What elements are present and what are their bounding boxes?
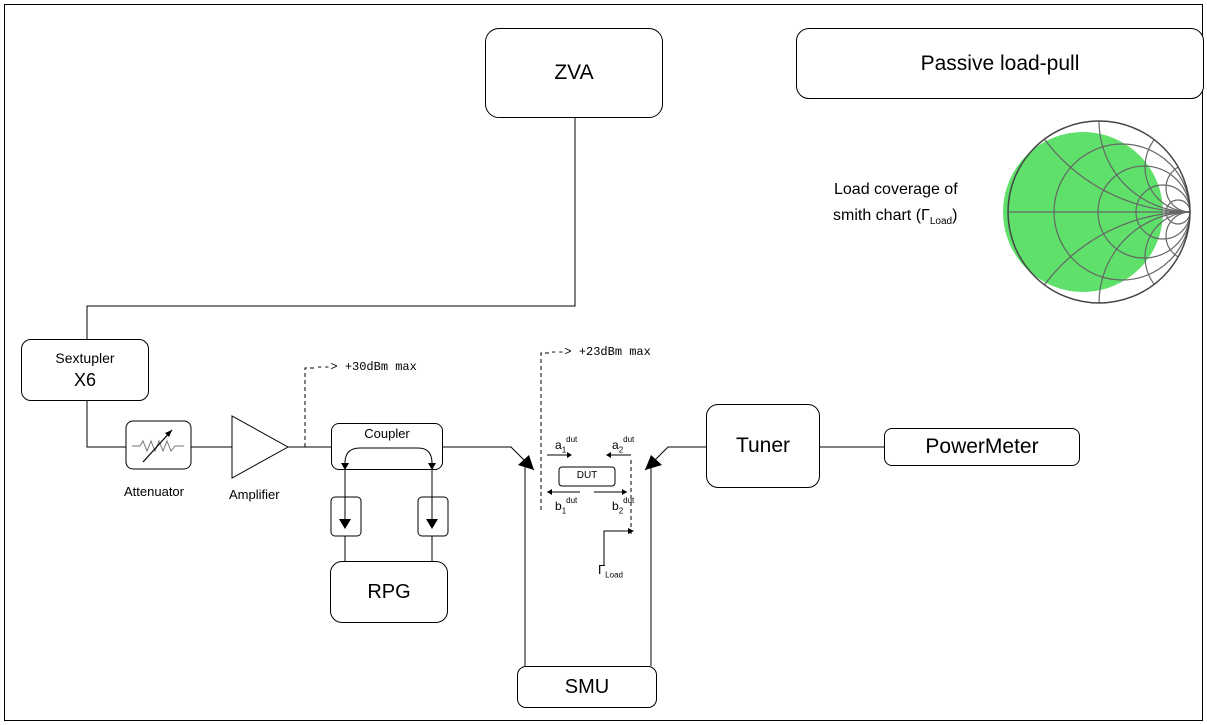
coupler-label: Coupler [364, 426, 410, 441]
a1-dut-label: a1dut [555, 435, 578, 455]
coupler-block: Coupler [331, 423, 443, 470]
smu-block: SMU [517, 666, 657, 708]
sextupler-title: Sextupler [55, 349, 115, 366]
tuner-label: Tuner [735, 434, 791, 457]
dut-input-arrowhead [518, 455, 534, 470]
max-30dbm-text: +30dBm max [344, 360, 417, 374]
coupler-to-dut-line [443, 446, 535, 471]
rpg-label: RPG [367, 580, 411, 603]
max-23dbm-note: --> +23dBm max [550, 345, 651, 359]
gamma-load-arrow [603, 530, 628, 565]
smith-caption-line2: smith chart (ΓLoad) [833, 207, 958, 228]
max-23dbm-text: +23dBm max [578, 345, 651, 359]
b2-dut-label: b2dut [612, 496, 635, 516]
dut-label: DUT [576, 470, 598, 481]
tuner-block: Tuner [706, 404, 820, 488]
passive-loadpull-label: Passive load-pull [920, 51, 1080, 75]
passive-loadpull-block: Passive load-pull [796, 28, 1204, 99]
attenuator-symbol [125, 420, 192, 470]
powermeter-block: PowerMeter [884, 428, 1080, 466]
ref-30dbm-dash [304, 367, 316, 447]
coupler-arc [344, 447, 433, 464]
sextupler-factor: X6 [73, 369, 97, 390]
rpg-block: RPG [330, 561, 448, 623]
smith-chart [1003, 120, 1191, 304]
b1-dut-label: b1dut [555, 496, 578, 516]
detector-left [330, 496, 362, 537]
attenuator-label: Attenuator [124, 484, 184, 499]
diagram-border [4, 4, 1203, 721]
arrow-prefix: --> [550, 345, 572, 359]
gamma-load-label: ΓLoad [598, 562, 623, 580]
zva-label: ZVA [554, 61, 594, 84]
dut-box [558, 466, 616, 487]
max-30dbm-note: --> +30dBm max [316, 360, 417, 374]
ref-23dbm-dash [540, 352, 550, 510]
smu-label: SMU [564, 675, 610, 698]
amplifier-symbol [231, 415, 290, 479]
zva-to-sextupler-line [86, 118, 576, 339]
amplifier-label: Amplifier [229, 487, 280, 502]
arrow-prefix: --> [316, 360, 338, 374]
detector-right [417, 496, 449, 537]
sextupler-to-attenuator-line [86, 401, 126, 448]
powermeter-label: PowerMeter [925, 435, 1039, 458]
dut-output-arrowhead [645, 455, 662, 470]
smith-caption-line1: Load coverage of [834, 181, 958, 198]
gamma-arrowhead [628, 528, 634, 534]
a2-dut-label: a2dut [612, 435, 635, 455]
sextupler-block: Sextupler X6 [21, 339, 149, 401]
zva-block: ZVA [485, 28, 663, 118]
